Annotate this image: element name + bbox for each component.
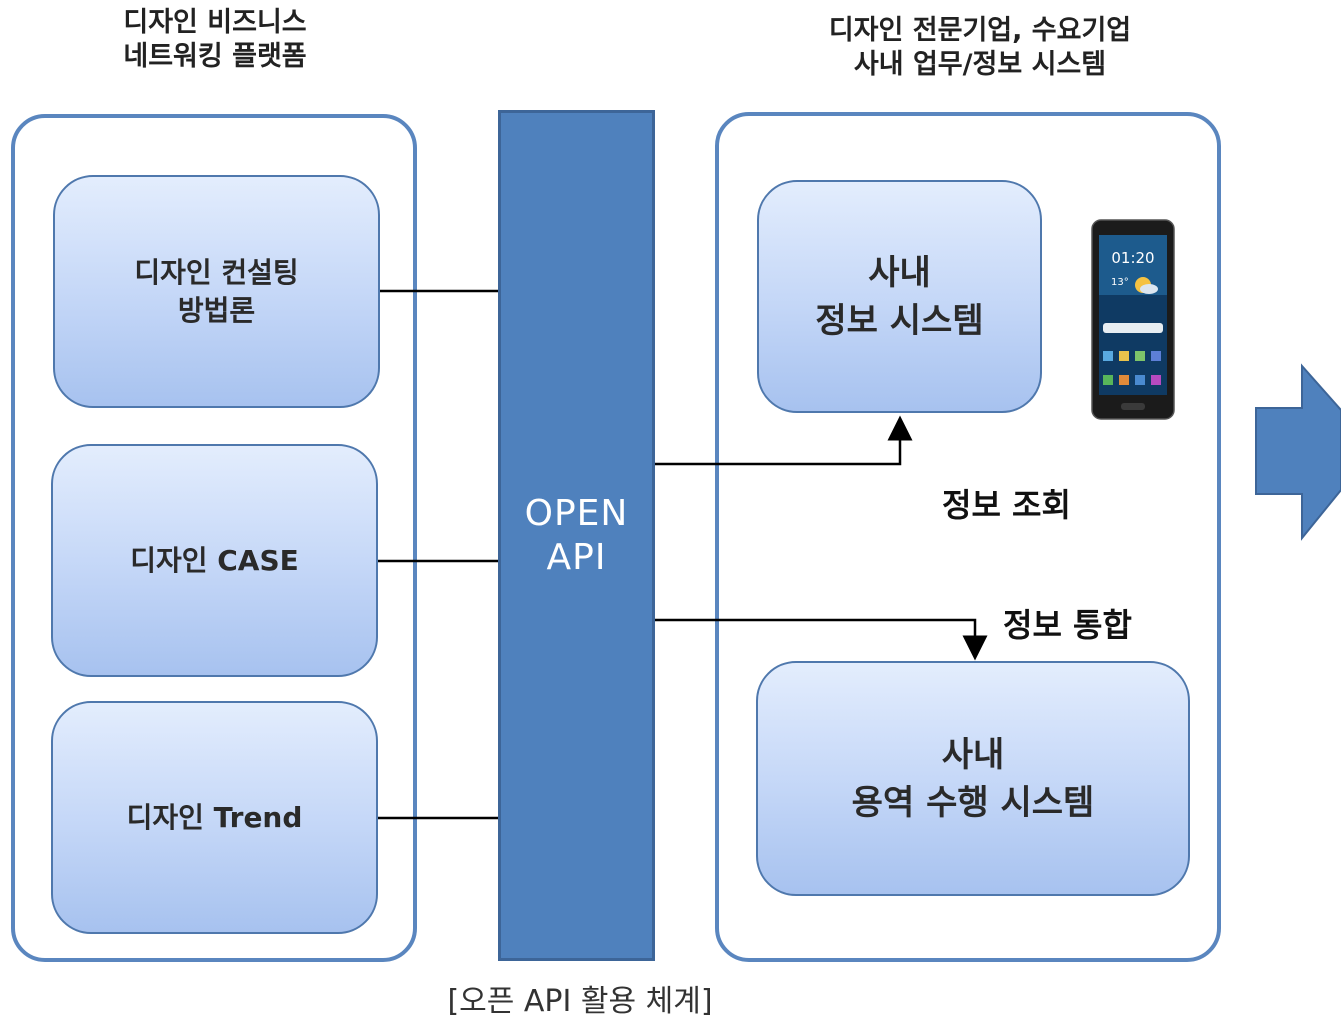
arrow-to-info-system (655, 415, 913, 466)
service-system-box: 사내 용역 수행 시스템 (756, 661, 1190, 896)
box-label-line: 디자인 컨설팅 (134, 255, 299, 289)
design-case-box: 디자인 CASE (51, 444, 378, 677)
design-consulting-box: 디자인 컨설팅 방법론 (53, 175, 380, 408)
api-label-line-1: OPEN (524, 492, 629, 534)
design-trend-box: 디자인 Trend (51, 701, 378, 934)
phone-temp: 13° (1111, 277, 1129, 288)
right-heading: 디자인 전문기업, 수요기업 사내 업무/정보 시스템 (720, 14, 1240, 82)
arrow-to-service-system (655, 618, 988, 661)
diagram-caption: [오픈 API 활용 체계] (447, 984, 713, 1019)
left-heading: 디자인 비즈니스 네트워킹 플랫폼 (40, 6, 390, 74)
box-label-line: 방법론 (177, 293, 256, 327)
left-heading-line-2: 네트워킹 플랫폼 (123, 41, 307, 72)
box-label-line: 사내 (868, 252, 931, 293)
left-heading-line-1: 디자인 비즈니스 (123, 7, 307, 38)
right-heading-line-1: 디자인 전문기업, 수요기업 (828, 15, 1132, 46)
info-integration-label: 정보 통합 (1003, 606, 1132, 644)
box-label-line: 디자인 Trend (126, 800, 303, 834)
box-label-line: 용역 수행 시스템 (851, 782, 1095, 823)
right-arrow-icon (1255, 363, 1341, 541)
open-api-bar: OPEN API (498, 110, 655, 961)
info-inquiry-label: 정보 조회 (942, 486, 1071, 524)
box-label-line: 사내 (941, 734, 1005, 775)
box-label-line: 디자인 CASE (130, 543, 299, 577)
api-label-line-2: API (546, 536, 607, 578)
smartphone-icon: 01:20 13° (1091, 219, 1175, 420)
phone-time: 01:20 (1111, 249, 1154, 267)
box-label-line: 정보 시스템 (815, 300, 984, 341)
right-heading-line-2: 사내 업무/정보 시스템 (853, 49, 1107, 80)
info-system-box: 사내 정보 시스템 (757, 180, 1042, 413)
